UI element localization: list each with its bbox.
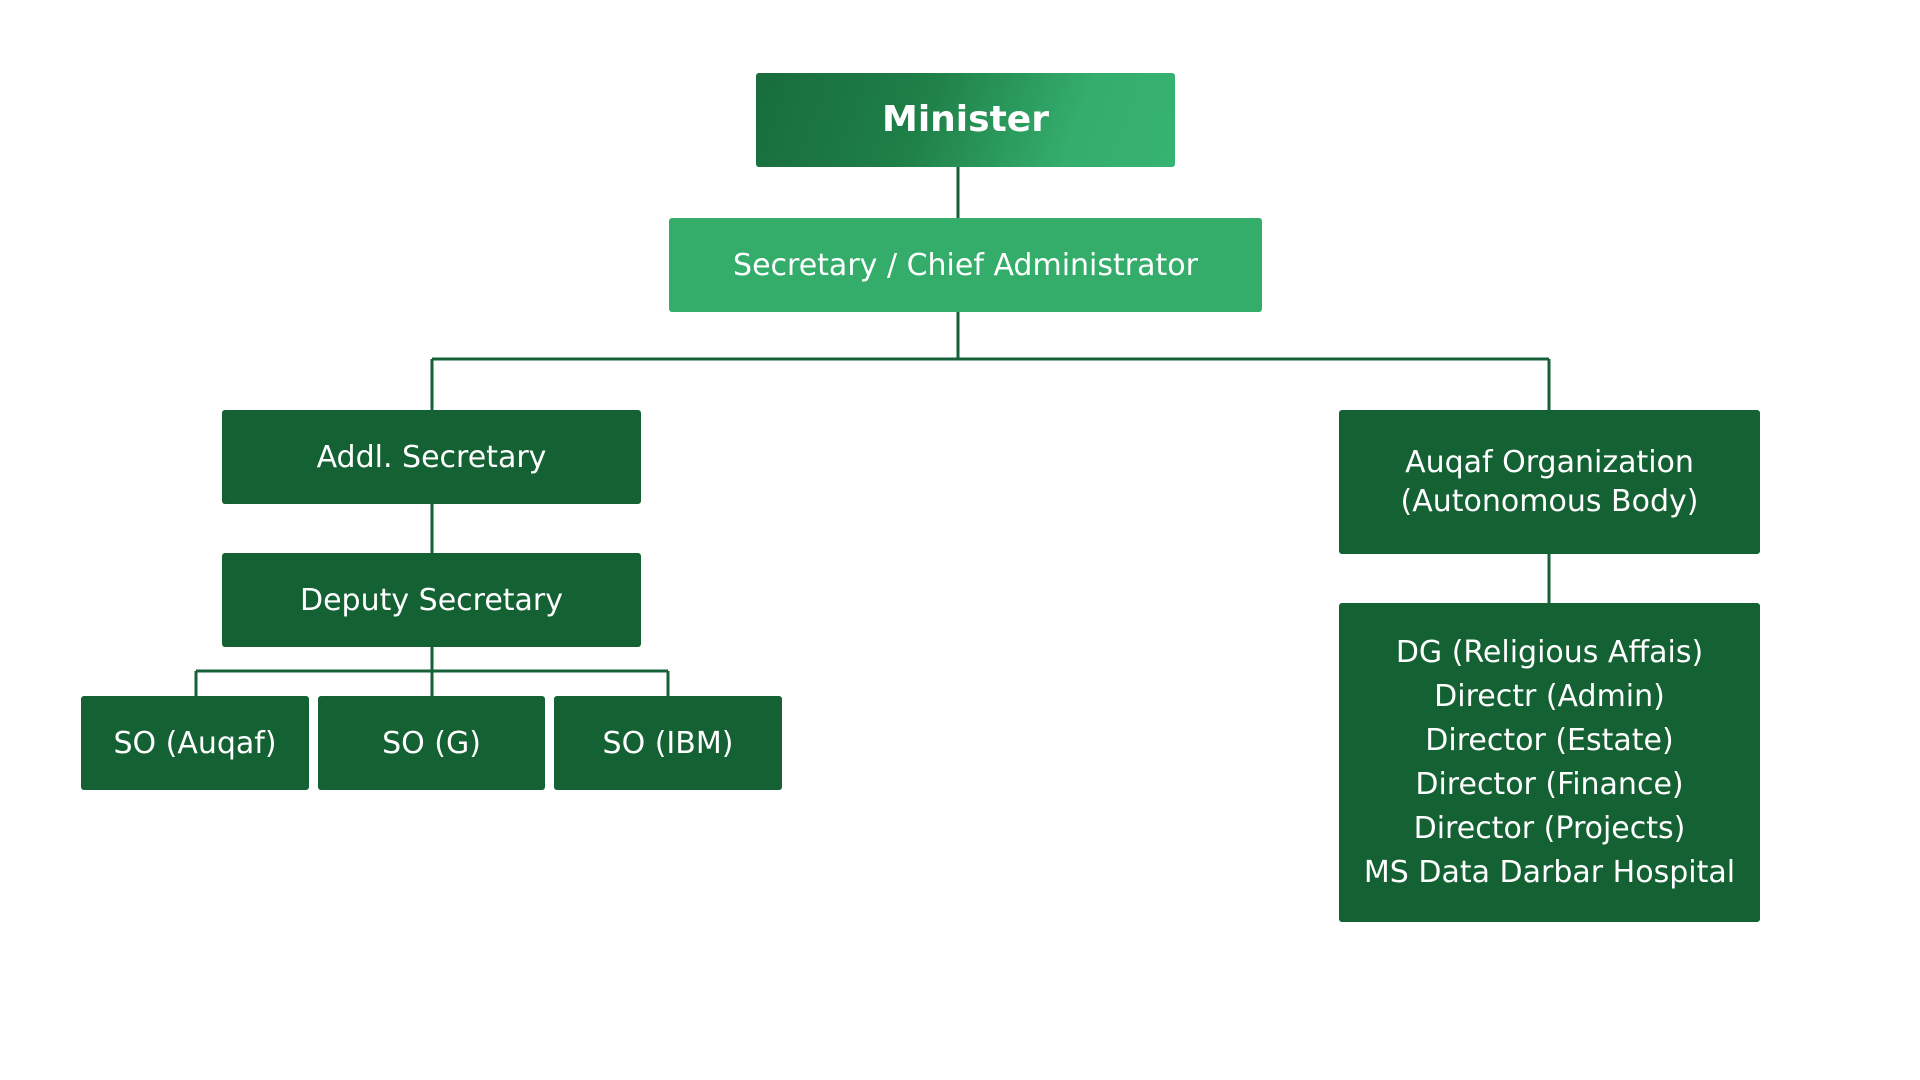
deputy-secretary-label: Deputy Secretary — [299, 582, 564, 618]
auqaf-organization-box: Auqaf Organization (Autonomous Body) — [1339, 410, 1760, 554]
so-ibm-label: SO (IBM) — [602, 725, 734, 761]
directorate-item: MS Data Darbar Hospital — [1363, 854, 1736, 890]
so-auqaf-label: SO (Auqaf) — [113, 725, 277, 761]
so-g-box: SO (G) — [318, 696, 545, 790]
auqaf-directorates-box: DG (Religious Affais) Directr (Admin) Di… — [1339, 603, 1760, 922]
secretary-box: Secretary / Chief Administrator — [669, 218, 1262, 312]
directorate-item: Directr (Admin) — [1434, 678, 1665, 714]
auqaf-organization-line2: (Autonomous Body) — [1400, 484, 1699, 519]
minister-box: Minister — [756, 73, 1175, 167]
auqaf-organization-line1: Auqaf Organization — [1405, 445, 1694, 480]
directorate-item: Director (Projects) — [1413, 810, 1686, 846]
so-auqaf-box: SO (Auqaf) — [81, 696, 309, 790]
auqaf-organization-label: Auqaf Organization (Autonomous Body) — [1401, 443, 1699, 521]
so-g-label: SO (G) — [382, 725, 481, 761]
secretary-label: Secretary / Chief Administrator — [733, 247, 1198, 283]
minister-label: Minister — [882, 98, 1049, 140]
addl-secretary-label: Addl. Secretary — [316, 439, 547, 475]
so-ibm-box: SO (IBM) — [554, 696, 782, 790]
directorates-list: DG (Religious Affais) Directr (Admin) Di… — [1364, 631, 1735, 895]
directorate-item: Director (Estate) — [1425, 722, 1674, 758]
directorate-item: Director (Finance) — [1415, 766, 1684, 802]
addl-secretary-box: Addl. Secretary — [222, 410, 641, 504]
directorate-item: DG (Religious Affais) — [1395, 634, 1704, 670]
deputy-secretary-box: Deputy Secretary — [222, 553, 641, 647]
